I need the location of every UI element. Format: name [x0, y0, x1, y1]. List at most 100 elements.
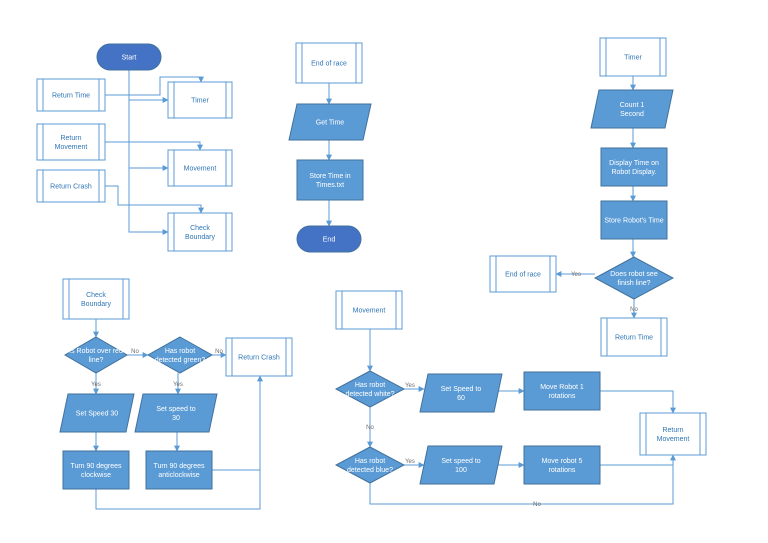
movement-subprocess-label: Movement: [184, 166, 217, 173]
turn-anticlockwise-to-crash-line: [212, 375, 263, 471]
boundary-title-subprocess-label-line-1: Check: [86, 292, 106, 299]
set-speed-100-data[interactable]: Set speed to 100: [419, 445, 503, 485]
move1-to-return-line: [600, 390, 676, 414]
timer-return-time-subprocess[interactable]: Return Time: [600, 317, 668, 357]
store-robot-time-process[interactable]: Store Robot's Time: [600, 200, 668, 240]
movement-subprocess[interactable]: Movement: [167, 149, 233, 187]
set-speed-60-data-label-line-2: 60: [457, 395, 465, 402]
movement-return-subprocess-label-line-1: Return: [662, 427, 683, 434]
white-decision-label-line-2: detected white?: [345, 391, 394, 398]
start-terminal[interactable]: Start: [96, 43, 162, 71]
return-time-subprocess[interactable]: Return Time: [36, 78, 106, 112]
blue-decision-label-line-2: detected blue?: [347, 467, 393, 474]
timer-title-subprocess[interactable]: Timer: [599, 37, 667, 77]
turn-anticlockwise-process-label-line-1: Turn 90 degrees: [153, 463, 205, 470]
finish-line-decision[interactable]: Does robot see finish line?: [593, 256, 675, 300]
boundary-return-crash-subprocess-label: Return Crash: [238, 355, 280, 362]
turn-clockwise-process-label-line-1: Turn 90 degrees: [70, 463, 122, 470]
white-decision-label-line-1: Has robot: [355, 382, 385, 389]
end-terminal[interactable]: End: [296, 225, 362, 253]
set-speed-60-data-label-line-1: Set Speed to: [441, 386, 482, 393]
turn-anticlockwise-process-label-line-2: anticlockwise: [158, 472, 199, 479]
white-decision[interactable]: Has robot detected white?: [334, 370, 406, 408]
return-crash-subprocess[interactable]: Return Crash: [36, 169, 106, 203]
set-speed-100-data-label-line-1: Set speed to: [441, 458, 480, 465]
finish-line-decision-label-line-1: Does robot see: [610, 271, 658, 278]
count-second-data[interactable]: Count 1 Second: [590, 89, 674, 129]
blue-decision[interactable]: Has robot detected blue?: [334, 446, 406, 484]
blue-decision-label-line-1: Has robot: [355, 458, 385, 465]
move-5-rotation-process-label-line-1: Move robot 5: [542, 458, 583, 465]
store-time-process-label-line-2: Times.txt: [316, 182, 344, 189]
count-second-data-label-line-2: Second: [620, 111, 644, 118]
movement-title-subprocess[interactable]: Movement: [335, 290, 403, 330]
get-time-data[interactable]: Get Time: [288, 103, 372, 141]
store-robot-time-process-label: Store Robot's Time: [604, 218, 663, 225]
blue-no-line: [369, 465, 674, 505]
check-boundary-subprocess-label-line-2: Boundary: [185, 234, 215, 241]
return-time-subprocess-label: Return Time: [52, 93, 90, 100]
return-movement-line: [105, 141, 203, 151]
green-decision[interactable]: Has robot detected green?: [146, 336, 214, 374]
timer-end-of-race-subprocess[interactable]: End of race: [489, 255, 557, 293]
red-line-decision-label-line-2: line?: [89, 357, 104, 364]
boundary-return-crash-subprocess[interactable]: Return Crash: [225, 337, 293, 377]
move-1-rotation-process-label-line-2: rotations: [549, 393, 576, 400]
green-decision-label-line-2: detected green?: [155, 357, 206, 364]
set-speed-to-30-data[interactable]: Set speed to 30: [134, 393, 218, 433]
check-boundary-subprocess-label-line-1: Check: [190, 225, 210, 232]
move-5-rotation-process-label-line-2: rotations: [549, 467, 576, 474]
blue-yes-label: Yes: [405, 459, 415, 465]
set-speed-30-data-label: Set Speed 30: [76, 411, 119, 418]
turn-clockwise-to-crash-line: [95, 470, 261, 510]
set-speed-to-30-data-label-line-1: Set speed to: [156, 406, 195, 413]
return-crash-subprocess-label: Return Crash: [50, 184, 92, 191]
turn-clockwise-process-label-line-2: clockwise: [81, 472, 111, 479]
set-speed-60-data[interactable]: Set Speed to 60: [419, 373, 503, 413]
d1-no-label: No: [131, 349, 139, 355]
count-second-data-label-line-1: Count 1: [620, 102, 645, 109]
movement-title-subprocess-label: Movement: [353, 308, 386, 315]
end-of-race-subprocess-label: End of race: [311, 61, 347, 68]
get-time-data-label: Get Time: [316, 120, 345, 127]
display-time-process-label-line-2: Robot Display.: [611, 169, 656, 176]
move-5-rotation-process[interactable]: Move robot 5 rotations: [523, 445, 601, 485]
green-decision-label-line-1: Has robot: [165, 348, 195, 355]
end-of-race-subprocess[interactable]: End of race: [295, 42, 363, 84]
turn-clockwise-process[interactable]: Turn 90 degrees clockwise: [62, 450, 130, 490]
turn-anticlockwise-process[interactable]: Turn 90 degrees anticlockwise: [145, 450, 213, 490]
return-crash-line: [105, 185, 204, 214]
start-to-check-boundary-line: [128, 70, 169, 235]
finish-yes-label: Yes: [571, 272, 581, 278]
set-speed-30-data[interactable]: Set Speed 30: [59, 393, 135, 433]
timer-subprocess-label: Timer: [191, 98, 209, 105]
blue-no-label: No: [533, 502, 541, 508]
boundary-title-subprocess-label-line-2: Boundary: [81, 301, 111, 308]
white-no-label: No: [366, 425, 374, 431]
timer-end-of-race-subprocess-label: End of race: [505, 272, 541, 279]
movement-return-subprocess-label-line-2: Movement: [657, 436, 690, 443]
move-1-rotation-process[interactable]: Move Robot 1 rotations: [523, 371, 601, 411]
d2-no-label: No: [215, 349, 223, 355]
white-yes-label: Yes: [405, 383, 415, 389]
timer-return-time-subprocess-label: Return Time: [615, 335, 653, 342]
set-speed-100-data-label-line-2: 100: [455, 467, 467, 474]
return-movement-subprocess-label-line-2: Movement: [55, 144, 88, 151]
move-1-rotation-process-label-line-1: Move Robot 1: [540, 384, 584, 391]
finish-line-decision-label-line-2: finish line?: [617, 280, 650, 287]
set-speed-to-30-data-label-line-2: 30: [172, 415, 180, 422]
return-time-line: [105, 76, 204, 96]
end-terminal-label: End: [323, 237, 336, 244]
finish-no-label: No: [630, 307, 638, 313]
return-movement-subprocess-label-line-1: Return: [60, 135, 81, 142]
timer-subprocess[interactable]: Timer: [167, 81, 233, 119]
d1-yes-label: Yes: [91, 382, 101, 388]
